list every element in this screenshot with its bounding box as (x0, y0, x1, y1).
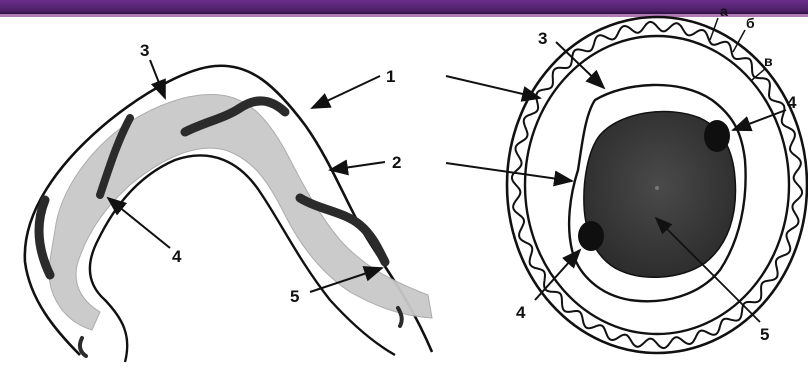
label-3: 3 (538, 29, 547, 48)
label-v: в (764, 53, 773, 69)
label-5: 5 (290, 287, 299, 306)
worm (39, 200, 50, 275)
cross-section: 3 4 4 5 а б в (446, 3, 807, 353)
label-2: 2 (392, 153, 401, 172)
worm-tail (398, 308, 402, 326)
longitudinal-section: 1 2 3 4 5 (25, 41, 432, 362)
dark-body (704, 120, 730, 152)
label-4-bottom: 4 (516, 303, 526, 322)
worm-tail (80, 338, 86, 356)
gut-band (49, 95, 432, 330)
label-a: а (720, 3, 728, 19)
label-4-top: 4 (787, 93, 797, 112)
label-3: 3 (140, 41, 149, 60)
label-b: б (746, 15, 755, 31)
dark-body (578, 221, 604, 251)
label-4: 4 (172, 247, 182, 266)
label-5: 5 (760, 325, 769, 344)
label-1: 1 (386, 67, 395, 86)
